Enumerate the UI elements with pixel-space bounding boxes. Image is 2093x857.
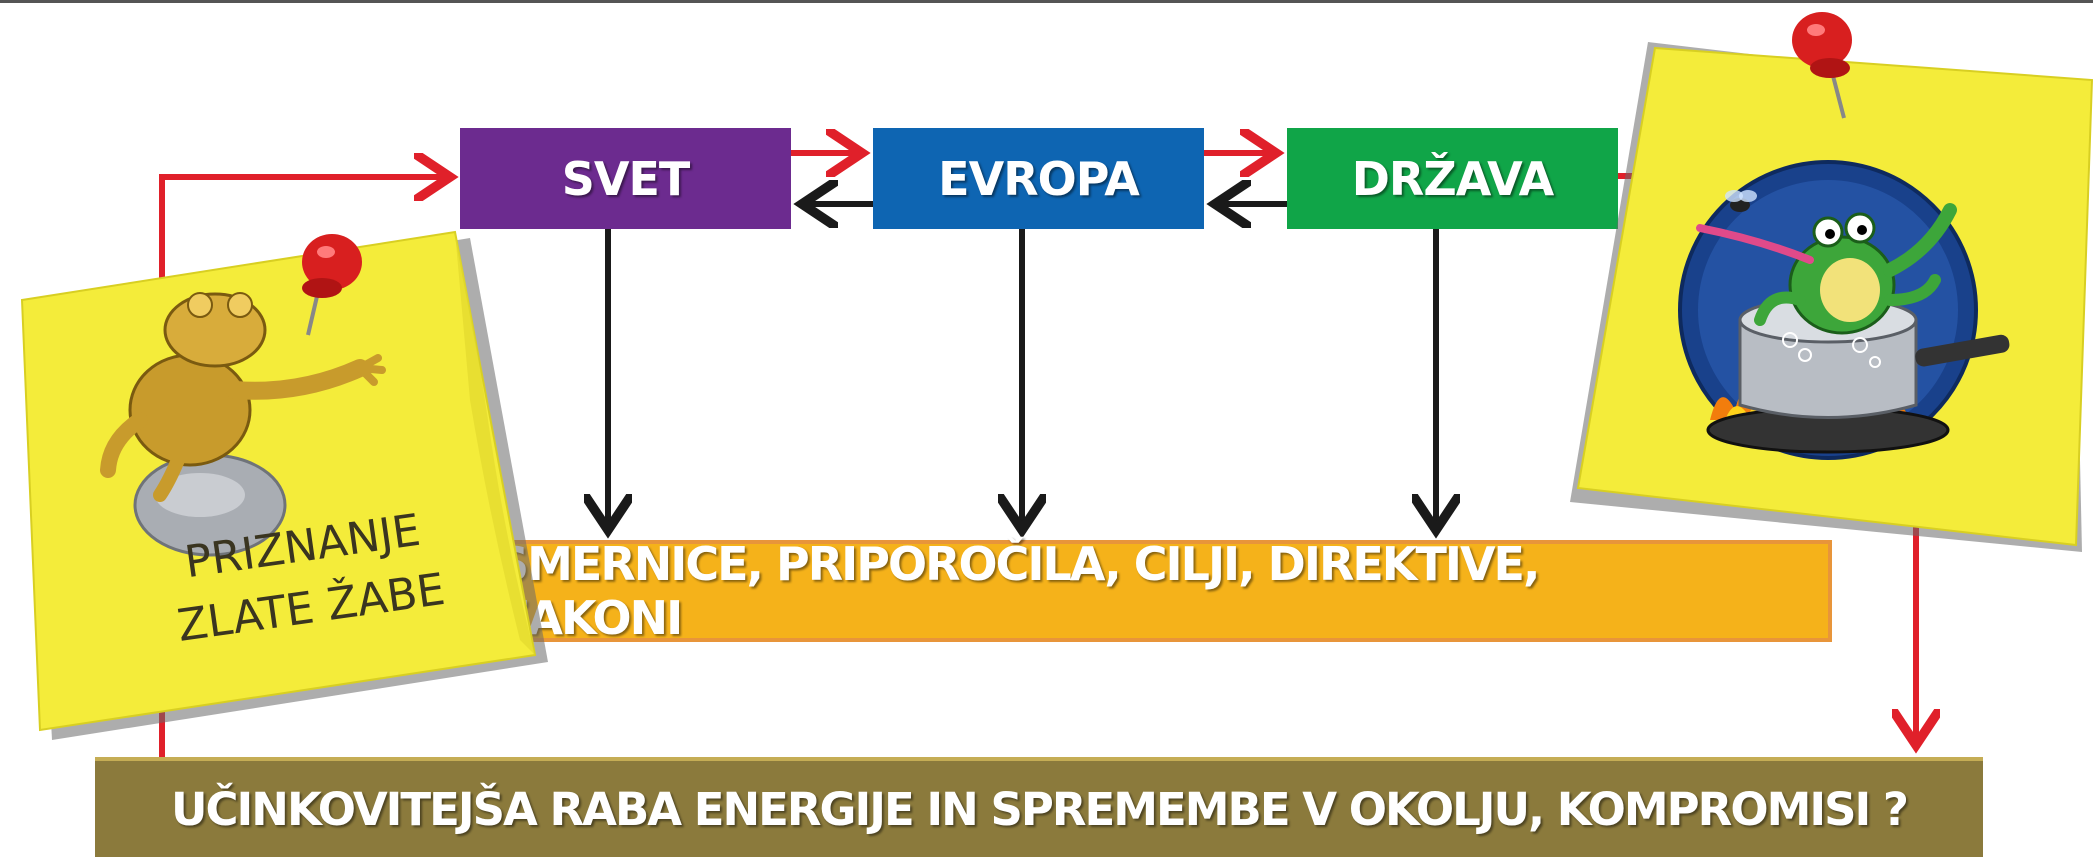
sticky-note-right bbox=[1560, 0, 2093, 560]
node-ucinkovitejsa: UČINKOVITEJŠA RABA ENERGIJE IN SPREMEMBE… bbox=[95, 757, 1983, 857]
sticky-note-left-graphic bbox=[20, 230, 548, 740]
frog-in-pot-icon bbox=[1678, 160, 2010, 460]
node-ucinkovitejsa-label: UČINKOVITEJŠA RABA ENERGIJE IN SPREMEMBE… bbox=[170, 782, 1909, 836]
red-pushpin-icon bbox=[1792, 12, 1852, 119]
node-evropa: EVROPA bbox=[873, 128, 1204, 229]
fly-icon bbox=[1725, 190, 1757, 212]
node-evropa-label: EVROPA bbox=[938, 151, 1140, 206]
sticky-note-right-graphic bbox=[1570, 12, 2093, 552]
sticky-note-left: PRIZNANJE ZLATE ŽABE bbox=[0, 0, 560, 760]
node-svet-label: SVET bbox=[561, 151, 691, 206]
red-pushpin-icon bbox=[302, 234, 362, 336]
node-smernice-label: SMERNICE, PRIPOROČILA, CILJI, DIREKTIVE,… bbox=[496, 537, 1540, 645]
node-drzava-label: DRŽAVA bbox=[1351, 151, 1555, 206]
top-border bbox=[0, 0, 2093, 3]
golden-frog-statue-icon bbox=[100, 292, 386, 557]
